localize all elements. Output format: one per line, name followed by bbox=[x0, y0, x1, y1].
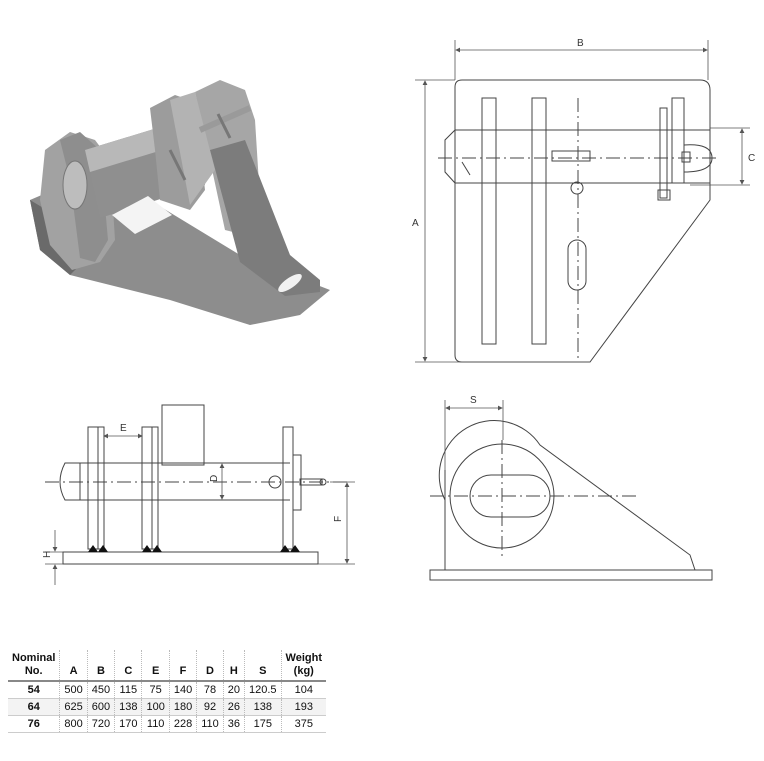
table-cell: 54 bbox=[8, 681, 61, 699]
table-cell: 110 bbox=[196, 715, 224, 733]
end-view bbox=[429, 420, 713, 581]
table-cell: 110 bbox=[141, 715, 170, 733]
dim-label-e: E bbox=[120, 423, 127, 434]
dim-label-h: H bbox=[42, 551, 53, 558]
table-cell: 180 bbox=[169, 698, 198, 716]
dim-label-b: B bbox=[577, 38, 584, 49]
col-header: D bbox=[196, 650, 224, 681]
table-cell: 170 bbox=[114, 715, 143, 733]
col-header: H bbox=[223, 650, 246, 681]
table-cell: 450 bbox=[87, 681, 116, 699]
col-header: C bbox=[114, 650, 143, 681]
side-view bbox=[45, 404, 350, 565]
side-view-dimensions bbox=[45, 433, 355, 585]
col-header: F bbox=[169, 650, 198, 681]
end-view-dimensions bbox=[444, 400, 504, 470]
product-render bbox=[30, 80, 330, 325]
col-header: S bbox=[244, 650, 282, 681]
table-cell: 20 bbox=[223, 681, 246, 699]
table-cell: 100 bbox=[141, 698, 170, 716]
drawing-canvas: B A C E D F bbox=[30, 38, 755, 585]
table-cell: 228 bbox=[169, 715, 198, 733]
table-cell: 375 bbox=[281, 715, 326, 733]
table-cell: 26 bbox=[223, 698, 246, 716]
table-cell: 76 bbox=[8, 715, 61, 733]
table-cell: 138 bbox=[244, 698, 282, 716]
top-view bbox=[438, 79, 720, 363]
table-cell: 36 bbox=[223, 715, 246, 733]
table-cell: 800 bbox=[59, 715, 88, 733]
table-cell: 64 bbox=[8, 698, 61, 716]
table-row: 64 625 600 138 100 180 92 26 138 193 bbox=[8, 698, 326, 716]
dim-label-c: C bbox=[748, 153, 755, 164]
table-cell: 720 bbox=[87, 715, 116, 733]
table-cell: 104 bbox=[281, 681, 326, 699]
table-cell: 78 bbox=[196, 681, 224, 699]
dim-label-s: S bbox=[470, 395, 477, 406]
table-cell: 625 bbox=[59, 698, 88, 716]
table-cell: 92 bbox=[196, 698, 224, 716]
table-cell: 138 bbox=[114, 698, 143, 716]
dim-label-d: D bbox=[209, 475, 220, 482]
col-header: A bbox=[59, 650, 88, 681]
table-cell: 75 bbox=[141, 681, 170, 699]
table-cell: 115 bbox=[114, 681, 143, 699]
col-header: B bbox=[87, 650, 116, 681]
col-header: Weight(kg) bbox=[285, 652, 322, 677]
table-cell: 175 bbox=[244, 715, 282, 733]
table-cell: 120.5 bbox=[244, 681, 282, 699]
top-view-dimensions bbox=[415, 40, 750, 363]
table-row: 54 500 450 115 75 140 78 20 120.5 104 bbox=[8, 681, 326, 699]
table-cell: 193 bbox=[281, 698, 326, 716]
col-header: E bbox=[141, 650, 170, 681]
dim-label-f: F bbox=[333, 516, 344, 522]
dim-label-a: A bbox=[412, 218, 419, 229]
table-row: 76 800 720 170 110 228 110 36 175 375 bbox=[8, 715, 326, 733]
table-cell: 600 bbox=[87, 698, 116, 716]
table-cell: 500 bbox=[59, 681, 88, 699]
side-view-welds bbox=[88, 545, 300, 552]
table-cell: 140 bbox=[169, 681, 198, 699]
